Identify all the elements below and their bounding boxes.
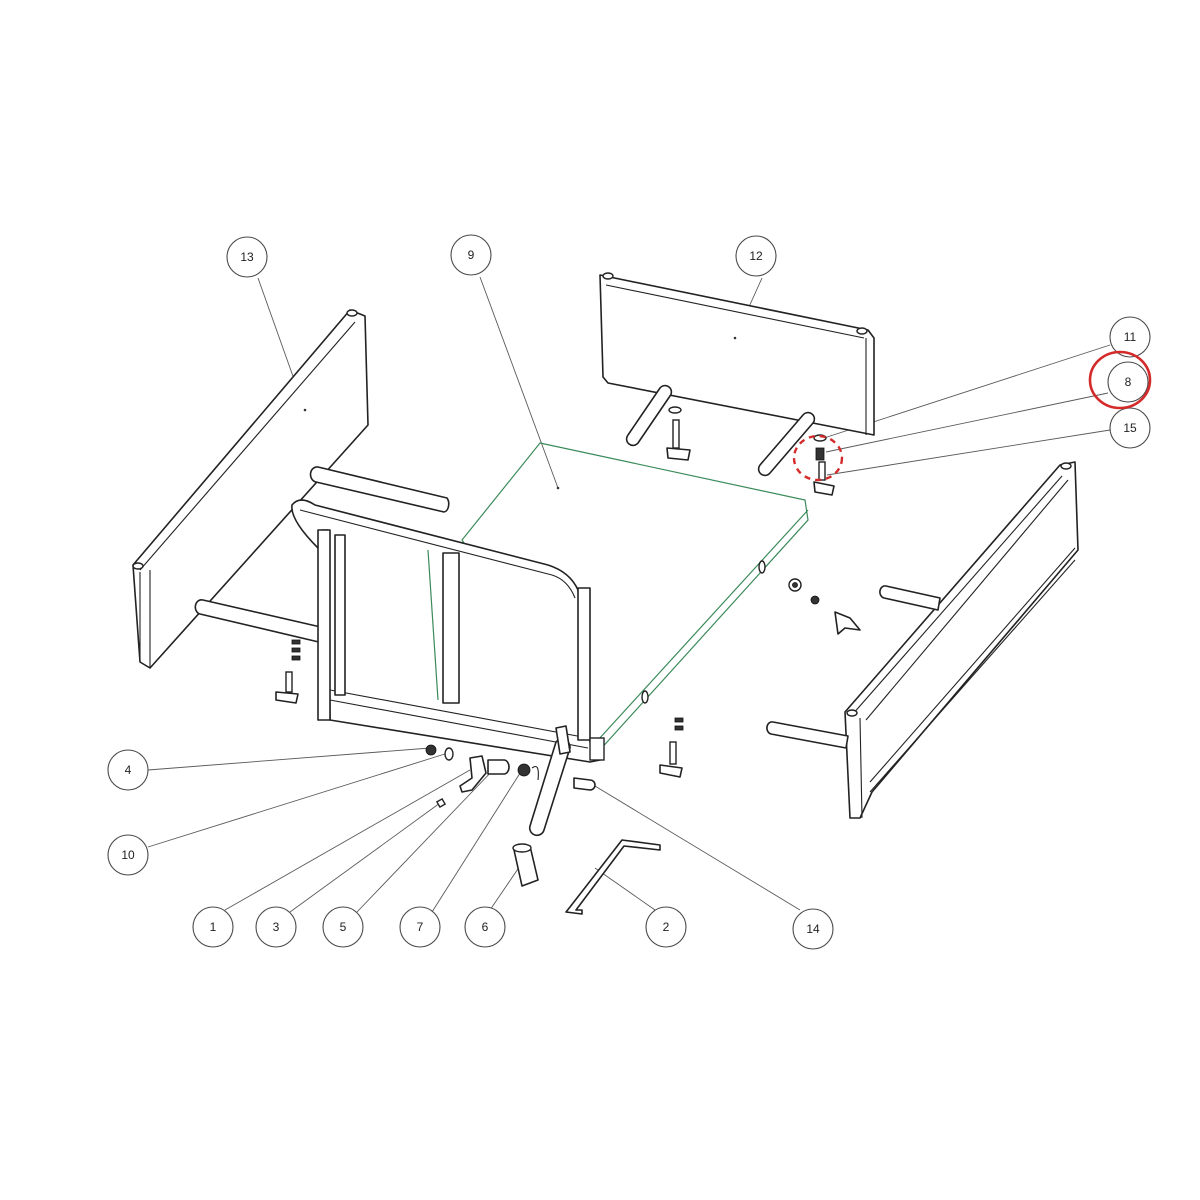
callout-14: 14	[792, 908, 834, 950]
callout-circle	[107, 749, 149, 791]
callout-label: 9	[468, 248, 475, 262]
callout-circle	[192, 906, 234, 948]
callout-circle	[107, 834, 149, 876]
callout-3: 3	[255, 906, 297, 948]
callout-1: 1	[192, 906, 234, 948]
callout-label: 4	[125, 763, 132, 777]
callout-12: 12	[735, 235, 777, 277]
callout-circle	[1109, 407, 1151, 449]
callout-circle	[464, 906, 506, 948]
callout-circle	[322, 906, 364, 948]
left-pins	[194, 466, 450, 644]
callout-circle	[1109, 316, 1151, 358]
floor-plate	[461, 442, 809, 753]
callout-label: 5	[340, 920, 347, 934]
callout-label: 14	[806, 922, 820, 936]
callout-circle	[450, 234, 492, 276]
callout-10: 10	[107, 834, 149, 876]
callout-15: 15	[1109, 407, 1151, 449]
callout-2: 2	[645, 906, 687, 948]
callout-label: 15	[1123, 421, 1137, 435]
callout-8: 8	[1107, 361, 1149, 403]
callout-label: 6	[482, 920, 489, 934]
callout-label: 3	[273, 920, 280, 934]
callout-label: 8	[1125, 375, 1132, 389]
rear-hardware	[666, 406, 835, 496]
callout-13: 13	[226, 236, 268, 278]
callout-5: 5	[322, 906, 364, 948]
front-frame	[291, 499, 605, 763]
callout-circle	[226, 236, 268, 278]
left-bolt-stack	[275, 639, 301, 704]
callout-circle	[735, 235, 777, 277]
callout-11: 11	[1109, 316, 1151, 358]
callout-label: 13	[240, 250, 254, 264]
callout-circle	[792, 908, 834, 950]
right-side-panel	[766, 461, 1079, 819]
callout-4: 4	[107, 749, 149, 791]
callout-9: 9	[450, 234, 492, 276]
left-side-panel	[132, 309, 369, 669]
right-hardware	[788, 578, 861, 635]
rear-panel	[599, 272, 875, 477]
callout-7: 7	[399, 906, 441, 948]
callout-label: 11	[1124, 330, 1137, 344]
callout-circle	[1107, 361, 1149, 403]
latch-parts	[425, 725, 661, 915]
callout-circle	[399, 906, 441, 948]
callout-label: 7	[417, 920, 424, 934]
right-bolt-stack	[659, 717, 684, 778]
callout-6: 6	[464, 906, 506, 948]
highlight-circle	[1088, 350, 1152, 410]
callout-circle	[255, 906, 297, 948]
highlight-dashed-circle	[792, 434, 844, 482]
callout-label: 2	[663, 920, 670, 934]
leader-lines	[147, 276, 1111, 913]
callout-label: 12	[749, 249, 763, 263]
callout-label: 1	[210, 920, 217, 934]
callout-label: 10	[121, 848, 135, 862]
callout-circle	[645, 906, 687, 948]
